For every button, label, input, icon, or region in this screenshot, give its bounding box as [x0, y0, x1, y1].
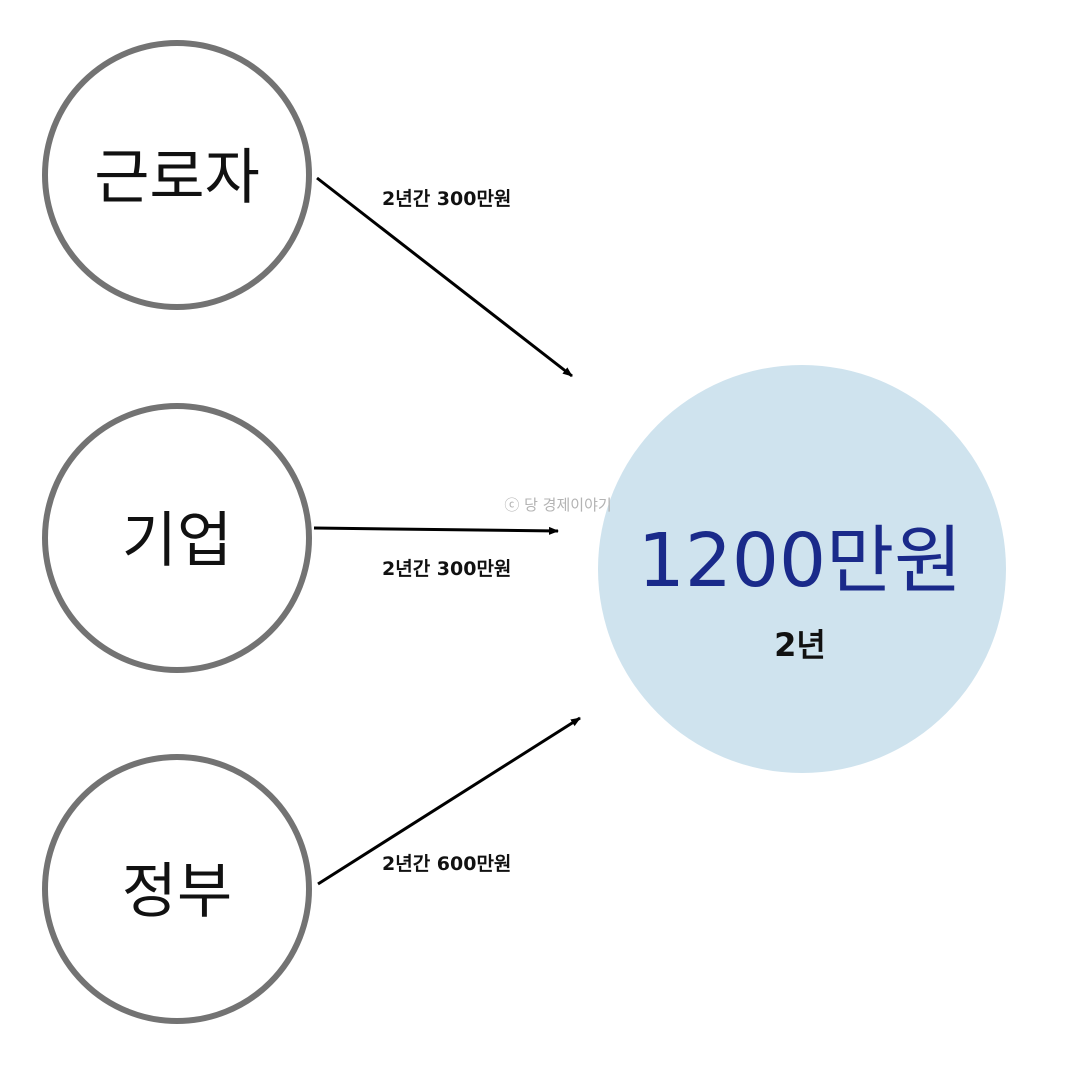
government-node: 정부	[42, 754, 312, 1024]
government-circle	[42, 754, 312, 1024]
company-circle	[42, 403, 312, 673]
company-label: 기업	[122, 506, 232, 576]
company-flow-label: 2년간 300만원	[382, 558, 511, 580]
worker-arrow	[316, 176, 573, 378]
worker-circle	[42, 40, 312, 310]
total-circle	[598, 365, 1006, 773]
government-arrow	[317, 716, 581, 886]
government-flow-label: 2년간 600만원	[382, 853, 511, 875]
total-period: 2년	[774, 626, 826, 664]
total-amount: 1200만원	[638, 518, 962, 604]
company-arrow	[313, 526, 559, 535]
company-node: 기업	[42, 403, 312, 673]
watermark: ⓒ 당 경제이야기	[504, 496, 611, 514]
total-node: 1200만원 2년	[598, 365, 1006, 773]
worker-node: 근로자	[42, 40, 312, 310]
government-label: 정부	[122, 857, 232, 927]
worker-label: 근로자	[94, 143, 260, 213]
worker-flow-label: 2년간 300만원	[382, 188, 511, 210]
